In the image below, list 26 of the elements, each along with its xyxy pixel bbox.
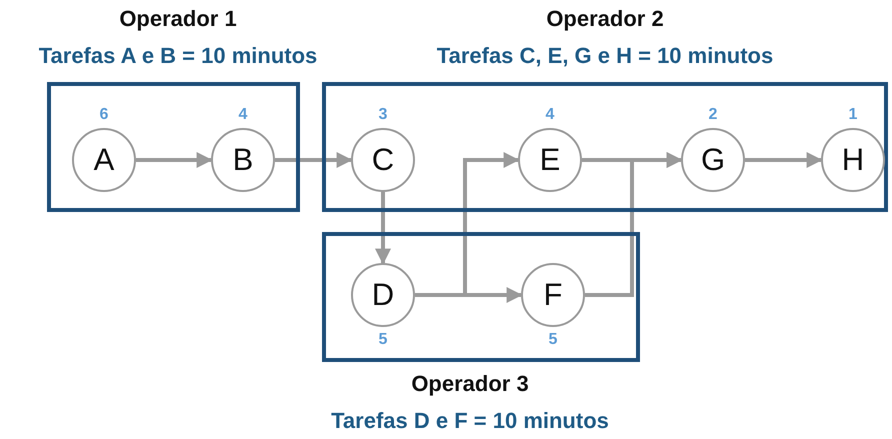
task-summary: Tarefas A e B = 10 minutos xyxy=(38,42,318,70)
arrow xyxy=(136,152,213,168)
task-summary: Tarefas D e F = 10 minutos xyxy=(331,407,609,435)
task-circle: C xyxy=(351,128,415,192)
task-circle: B xyxy=(211,128,275,192)
arrow xyxy=(745,152,823,168)
duration-label: 6 xyxy=(100,106,108,124)
duration-label: 5 xyxy=(378,331,388,349)
duration-label: 2 xyxy=(708,106,718,124)
task-circle: A xyxy=(72,128,136,192)
arrow xyxy=(375,192,391,265)
operator-heading: Operador 2 xyxy=(546,5,664,33)
operator-heading: Operador 1 xyxy=(119,5,237,33)
task-circle: G xyxy=(681,128,745,192)
task-summary: Tarefas C, E, G e H = 10 minutos xyxy=(436,42,774,70)
duration-label: 5 xyxy=(548,331,558,349)
duration-label: 1 xyxy=(848,106,858,124)
duration-label: 4 xyxy=(238,106,248,124)
task-circle: E xyxy=(518,128,582,192)
task-circle: H xyxy=(821,128,885,192)
arrow xyxy=(275,152,353,168)
duration-label: 4 xyxy=(546,106,554,124)
task-circle: D xyxy=(351,263,415,327)
duration-label: 3 xyxy=(378,106,388,124)
task-circle: F xyxy=(521,263,585,327)
operator-heading: Operador 3 xyxy=(411,370,529,398)
